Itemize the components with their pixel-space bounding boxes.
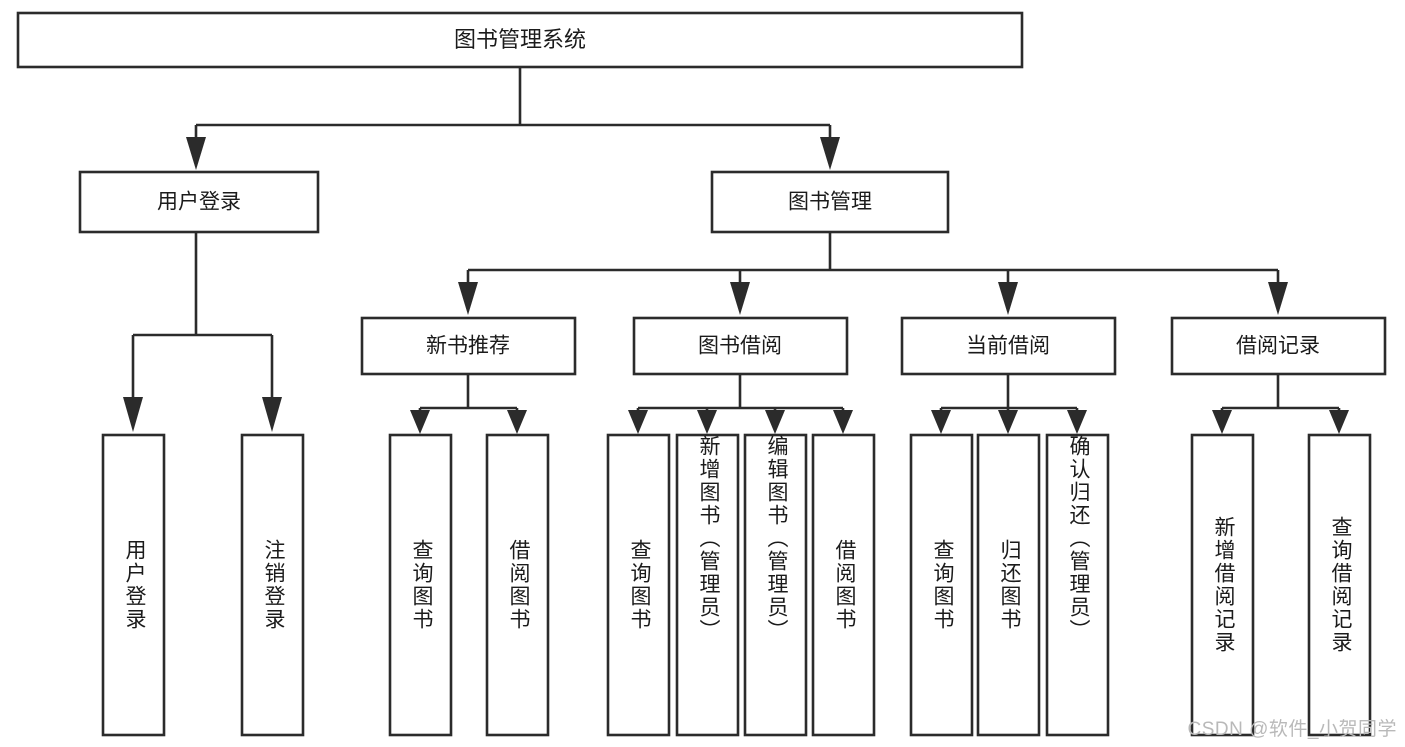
node-root[interactable]: 图书管理系统 [16, 11, 1024, 69]
arrow-icon [730, 282, 750, 315]
node-box-leaf-add-record[interactable] [1190, 433, 1255, 737]
node-box[interactable] [632, 316, 849, 376]
arrow-icon [765, 410, 785, 434]
node-box-leaf-user-login[interactable] [101, 433, 166, 737]
arrow-icon [186, 137, 206, 170]
node-box-leaf-user-logout[interactable] [240, 433, 305, 737]
node-current-borrow[interactable]: 当前借阅 [900, 316, 1117, 376]
arrow-icon [1212, 410, 1232, 434]
node-borrow-record[interactable]: 借阅记录 [1170, 316, 1387, 376]
arrow-icon [820, 137, 840, 170]
connector-root-to-level2 [186, 67, 840, 170]
node-box-leaf-query-book-current[interactable] [909, 433, 974, 737]
node-label: 新书推荐 [426, 335, 510, 358]
node-box[interactable] [710, 170, 950, 234]
arrow-icon [262, 397, 282, 432]
arrow-icon [1067, 410, 1087, 434]
node-label: 图书管理系统 [454, 27, 586, 52]
node-new-book-recommend[interactable]: 新书推荐 [360, 316, 577, 376]
node-box[interactable] [360, 316, 577, 376]
node-box-leaf-borrow-book-rec[interactable] [485, 433, 550, 737]
node-label: 图书管理 [788, 191, 872, 214]
node-box-leaf-edit-book[interactable] [743, 433, 808, 737]
node-box-leaf-confirm-return[interactable] [1045, 433, 1110, 737]
node-label: 借阅记录 [1236, 335, 1320, 358]
node-label: 用户登录 [157, 191, 241, 214]
arrow-icon [628, 410, 648, 434]
node-book-borrow[interactable]: 图书借阅 [632, 316, 849, 376]
connector-bookborrow-to-leaves [628, 374, 853, 434]
node-box[interactable] [1170, 316, 1387, 376]
arrow-icon [458, 282, 478, 315]
node-user-login[interactable]: 用户登录 [78, 170, 320, 234]
arrow-icon [931, 410, 951, 434]
node-book-manage[interactable]: 图书管理 [710, 170, 950, 234]
node-box[interactable] [900, 316, 1117, 376]
arrow-icon [1268, 282, 1288, 315]
node-box-leaf-add-book[interactable] [675, 433, 740, 737]
node-box[interactable] [78, 170, 320, 234]
arrow-icon [123, 397, 143, 432]
node-box-leaf-query-book-rec[interactable] [388, 433, 453, 737]
connector-newbook-to-leaves [410, 374, 527, 434]
connector-currentborrow-to-leaves [931, 374, 1087, 434]
node-box[interactable] [16, 11, 1024, 69]
arrow-icon [833, 410, 853, 434]
connector-userlogin-to-leaves [123, 232, 282, 432]
node-label: 当前借阅 [966, 335, 1050, 358]
arrow-icon [998, 410, 1018, 434]
node-box-leaf-query-record[interactable] [1307, 433, 1372, 737]
node-label: 图书借阅 [698, 335, 782, 358]
connector-borrowrecord-to-leaves [1212, 374, 1349, 434]
watermark-text: CSDN @软件_小贺同学 [1187, 719, 1397, 740]
node-box-leaf-borrow-book[interactable] [811, 433, 876, 737]
arrow-icon [507, 410, 527, 434]
node-box-leaf-query-book-borrow[interactable] [606, 433, 671, 737]
arrow-icon [697, 410, 717, 434]
arrow-icon [410, 410, 430, 434]
connector-bookmanage-to-level3 [458, 232, 1288, 315]
node-box-leaf-return-book[interactable] [976, 433, 1041, 737]
arrow-icon [1329, 410, 1349, 434]
arrow-icon [998, 282, 1018, 315]
